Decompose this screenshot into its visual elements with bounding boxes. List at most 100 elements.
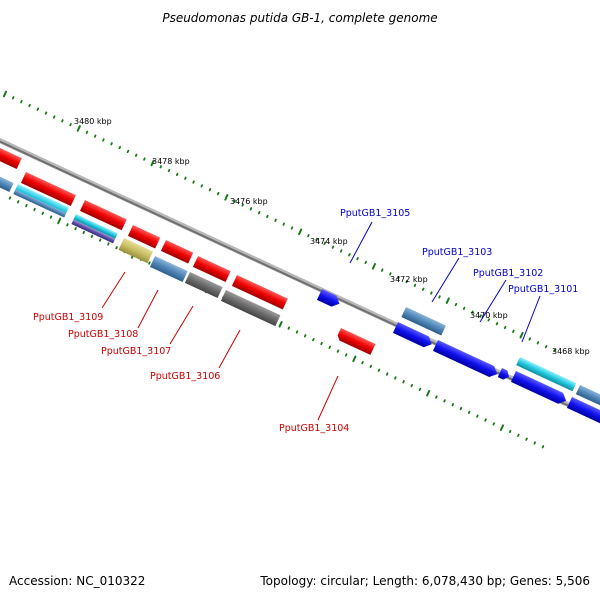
gene-feature xyxy=(0,172,14,193)
scale-tick xyxy=(385,372,389,376)
scale-tick xyxy=(541,445,545,449)
scale-tick xyxy=(216,191,220,196)
gene-feature xyxy=(220,290,281,327)
scale-tick xyxy=(159,165,163,169)
scale-tick xyxy=(499,424,505,431)
scale-label: 3480 kbp xyxy=(74,117,112,126)
scale-ticks-outer xyxy=(2,90,556,353)
gene-feature xyxy=(510,371,567,404)
gene-feature xyxy=(184,272,223,299)
scale-tick xyxy=(336,349,340,353)
scale-tick xyxy=(430,291,433,295)
scale-tick xyxy=(148,261,151,265)
scale-label: 3470 kbp xyxy=(470,311,508,320)
scale-tick xyxy=(328,345,332,349)
gene-label-forward: PputGB1_3102 xyxy=(473,268,543,279)
gene-label-forward: PputGB1_3103 xyxy=(422,247,492,258)
scale-tick xyxy=(307,234,310,238)
gene-feature xyxy=(432,340,498,377)
scale-tick xyxy=(36,107,40,111)
scale-tick xyxy=(126,149,130,154)
scale-tick xyxy=(134,153,138,157)
scale-label: 3476 kbp xyxy=(230,197,268,206)
gene-label-reverse: PputGB1_3109 xyxy=(33,312,103,323)
scale-tick xyxy=(274,218,277,222)
scale-tick xyxy=(102,138,105,142)
scale-tick xyxy=(517,433,520,437)
gene-label-reverse: PputGB1_3108 xyxy=(68,329,138,340)
scale-tick xyxy=(356,256,359,261)
scale-tick xyxy=(282,222,286,226)
scale-tick xyxy=(241,203,245,207)
gene-feature xyxy=(401,307,446,336)
gene-feature xyxy=(316,289,340,307)
scale-tick xyxy=(278,321,283,328)
scale-tick xyxy=(389,272,392,276)
scale-tick xyxy=(41,211,45,215)
scale-label: 3478 kbp xyxy=(152,157,190,166)
label-leader-lines xyxy=(101,221,541,421)
scale-tick xyxy=(418,387,422,392)
scale-tick xyxy=(295,330,299,334)
scale-tick xyxy=(512,329,515,333)
scale-tick xyxy=(492,422,495,426)
scale-tick xyxy=(503,325,507,330)
scale-tick xyxy=(371,263,377,270)
scale-tick xyxy=(553,348,556,353)
scale-label: 3472 kbp xyxy=(390,275,428,284)
gene-label-forward: PputGB1_3101 xyxy=(508,284,578,295)
scale-tick xyxy=(33,207,36,212)
scale-tick xyxy=(28,103,31,108)
scale-tick xyxy=(118,145,122,150)
scale-tick xyxy=(445,297,450,304)
scale-tick xyxy=(443,399,446,403)
scale-tick xyxy=(528,337,531,341)
genome-summary-text: Topology: circular; Length: 6,078,430 bp… xyxy=(259,574,590,588)
scale-tick xyxy=(298,228,303,236)
scale-tick xyxy=(208,188,212,192)
scale-tick xyxy=(82,230,86,235)
scale-tick xyxy=(66,223,69,227)
gene-feature xyxy=(192,256,231,283)
scale-tick xyxy=(348,253,351,257)
scale-tick xyxy=(110,142,113,146)
scale-tick xyxy=(320,341,323,346)
scale-labels: 3480 kbp 3478 kbp 3476 kbp 3474 kbp 3472… xyxy=(74,117,590,356)
genome-backbone xyxy=(0,137,600,423)
scale-tick xyxy=(508,429,512,434)
scale-tick xyxy=(344,353,348,357)
scale-tick xyxy=(438,295,441,299)
scale-tick xyxy=(451,403,455,407)
scale-tick xyxy=(421,287,425,291)
scale-label: 3468 kbp xyxy=(552,347,590,356)
scale-tick xyxy=(315,237,318,242)
scale-tick xyxy=(76,125,81,132)
scale-tick xyxy=(312,338,315,342)
scale-tick xyxy=(175,172,179,177)
gene-label-forward: PputGB1_3105 xyxy=(340,208,410,219)
gene-feature xyxy=(20,172,76,207)
scale-tick xyxy=(413,283,417,288)
scale-tick xyxy=(479,314,482,318)
scale-tick xyxy=(377,368,381,372)
scale-tick xyxy=(331,245,335,249)
scale-tick xyxy=(20,100,23,104)
scale-tick xyxy=(61,119,64,123)
scale-tick xyxy=(16,200,20,204)
scale-tick xyxy=(69,123,72,127)
scale-tick xyxy=(495,322,499,326)
scale-tick xyxy=(471,310,474,314)
scale-tick xyxy=(8,196,12,200)
scale-tick xyxy=(266,214,269,219)
scale-tick xyxy=(476,414,479,418)
scale-tick xyxy=(224,194,229,201)
scale-tick xyxy=(536,341,540,345)
scale-tick xyxy=(361,360,364,365)
scale-tick xyxy=(369,364,373,369)
scale-tick xyxy=(402,380,405,384)
accession-text: Accession: NC_010322 xyxy=(9,574,145,588)
scale-tick xyxy=(462,306,466,311)
scale-tick xyxy=(233,199,236,203)
gene-feature xyxy=(160,240,194,264)
